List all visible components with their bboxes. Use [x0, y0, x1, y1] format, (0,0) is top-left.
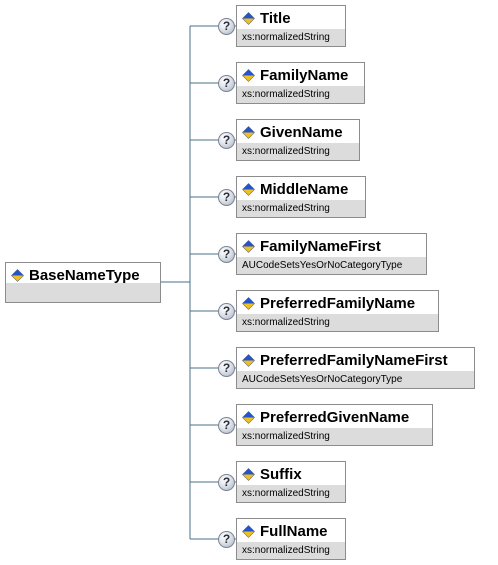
element-name: MiddleName — [260, 181, 349, 198]
element-type: xs:normalizedString — [237, 542, 345, 559]
element-diamond-icon — [242, 183, 255, 196]
element-name: Suffix — [260, 466, 302, 483]
element-type: xs:normalizedString — [237, 485, 345, 502]
root-element-name: BaseNameType — [29, 267, 140, 284]
element-diamond-icon — [242, 468, 255, 481]
element-type: xs:normalizedString — [237, 29, 345, 46]
element-diamond-icon — [242, 297, 255, 310]
optional-question-icon: ? — [218, 474, 235, 491]
optional-question-icon: ? — [218, 75, 235, 92]
optional-question-icon: ? — [218, 360, 235, 377]
element-diamond-icon — [242, 354, 255, 367]
element-type: AUCodeSetsYesOrNoCategoryType — [237, 257, 426, 274]
element-name: FamilyName — [260, 67, 349, 84]
element-name: Title — [260, 10, 291, 27]
element-name: PreferredGivenName — [260, 409, 410, 426]
optional-question-icon: ? — [218, 303, 235, 320]
element-diamond-icon — [242, 69, 255, 82]
element-box[interactable]: FamilyName xs:normalizedString — [236, 62, 365, 104]
element-name: PreferredFamilyName — [260, 295, 416, 312]
optional-question-icon: ? — [218, 531, 235, 548]
element-type: xs:normalizedString — [237, 428, 432, 445]
element-box[interactable]: FullName xs:normalizedString — [236, 518, 346, 560]
element-box[interactable]: GivenName xs:normalizedString — [236, 119, 360, 161]
optional-question-icon: ? — [218, 417, 235, 434]
element-type: xs:normalizedString — [237, 314, 438, 331]
element-type: AUCodeSetsYesOrNoCategoryType — [237, 371, 474, 388]
element-name: FullName — [260, 523, 328, 540]
element-name: FamilyNameFirst — [260, 238, 381, 255]
root-element-box[interactable]: BaseNameType — [5, 262, 161, 303]
optional-question-icon: ? — [218, 189, 235, 206]
optional-question-icon: ? — [218, 18, 235, 35]
element-diamond-icon — [242, 240, 255, 253]
optional-question-icon: ? — [218, 246, 235, 263]
element-diamond-icon — [242, 126, 255, 139]
element-box[interactable]: PreferredGivenName xs:normalizedString — [236, 404, 433, 446]
root-type-band — [6, 283, 160, 302]
element-name: GivenName — [260, 124, 343, 141]
element-box[interactable]: Suffix xs:normalizedString — [236, 461, 346, 503]
element-diamond-icon — [242, 525, 255, 538]
element-diamond-icon — [11, 269, 24, 282]
element-box[interactable]: Title xs:normalizedString — [236, 5, 346, 47]
element-diamond-icon — [242, 411, 255, 424]
element-diamond-icon — [242, 12, 255, 25]
element-name: PreferredFamilyNameFirst — [260, 352, 448, 369]
element-box[interactable]: PreferredFamilyName xs:normalizedString — [236, 290, 439, 332]
element-box[interactable]: MiddleName xs:normalizedString — [236, 176, 366, 218]
element-type: xs:normalizedString — [237, 86, 364, 103]
element-type: xs:normalizedString — [237, 143, 359, 160]
optional-question-icon: ? — [218, 132, 235, 149]
element-type: xs:normalizedString — [237, 200, 365, 217]
